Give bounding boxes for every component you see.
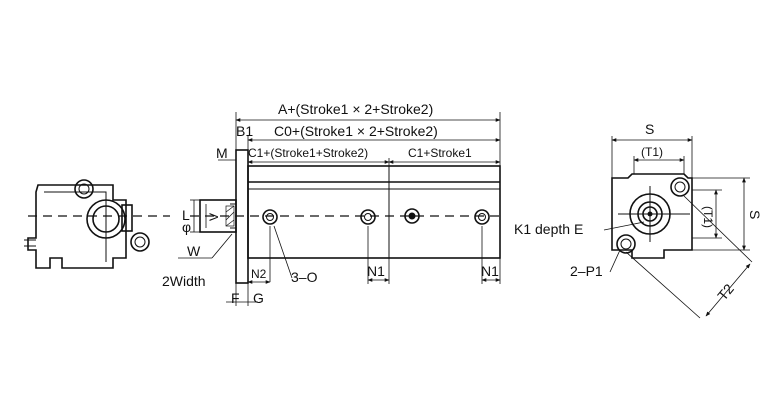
left-end-view — [24, 179, 170, 269]
n2-label: N2 — [251, 267, 267, 281]
s-side-label: S — [747, 210, 763, 219]
l-label: L — [182, 207, 190, 223]
m-label: M — [216, 145, 228, 161]
t2-label: T2 — [714, 280, 737, 303]
g-label: G — [253, 290, 264, 306]
p1-label: 2–P1 — [570, 263, 603, 279]
t1-side-label: (T1) — [701, 206, 715, 228]
overall-length-label: A+(Stroke1 × 2+Stroke2) — [278, 101, 433, 117]
b1-label: B1 — [236, 123, 253, 139]
f-label: F — [231, 290, 240, 306]
w-label: W — [187, 243, 201, 259]
width-label: 2Width — [162, 273, 206, 289]
n1-right-label: N1 — [481, 263, 499, 279]
body-length-label: C0+(Stroke1 × 2+Stroke2) — [274, 123, 438, 139]
v-label: V — [207, 213, 221, 221]
n1-left-label: N1 — [367, 263, 385, 279]
o-ports-label: 3–O — [291, 269, 318, 285]
phi-label: φ — [182, 219, 191, 235]
c1-left-label: C1+(Stroke1+Stroke2) — [248, 146, 368, 160]
s-top-label: S — [645, 121, 654, 137]
side-view — [178, 112, 505, 306]
k1-label: K1 depth E — [514, 221, 583, 237]
c1-right-label: C1+Stroke1 — [408, 146, 472, 160]
t1-top-label: (T1) — [641, 145, 663, 159]
right-end-view — [603, 136, 753, 319]
